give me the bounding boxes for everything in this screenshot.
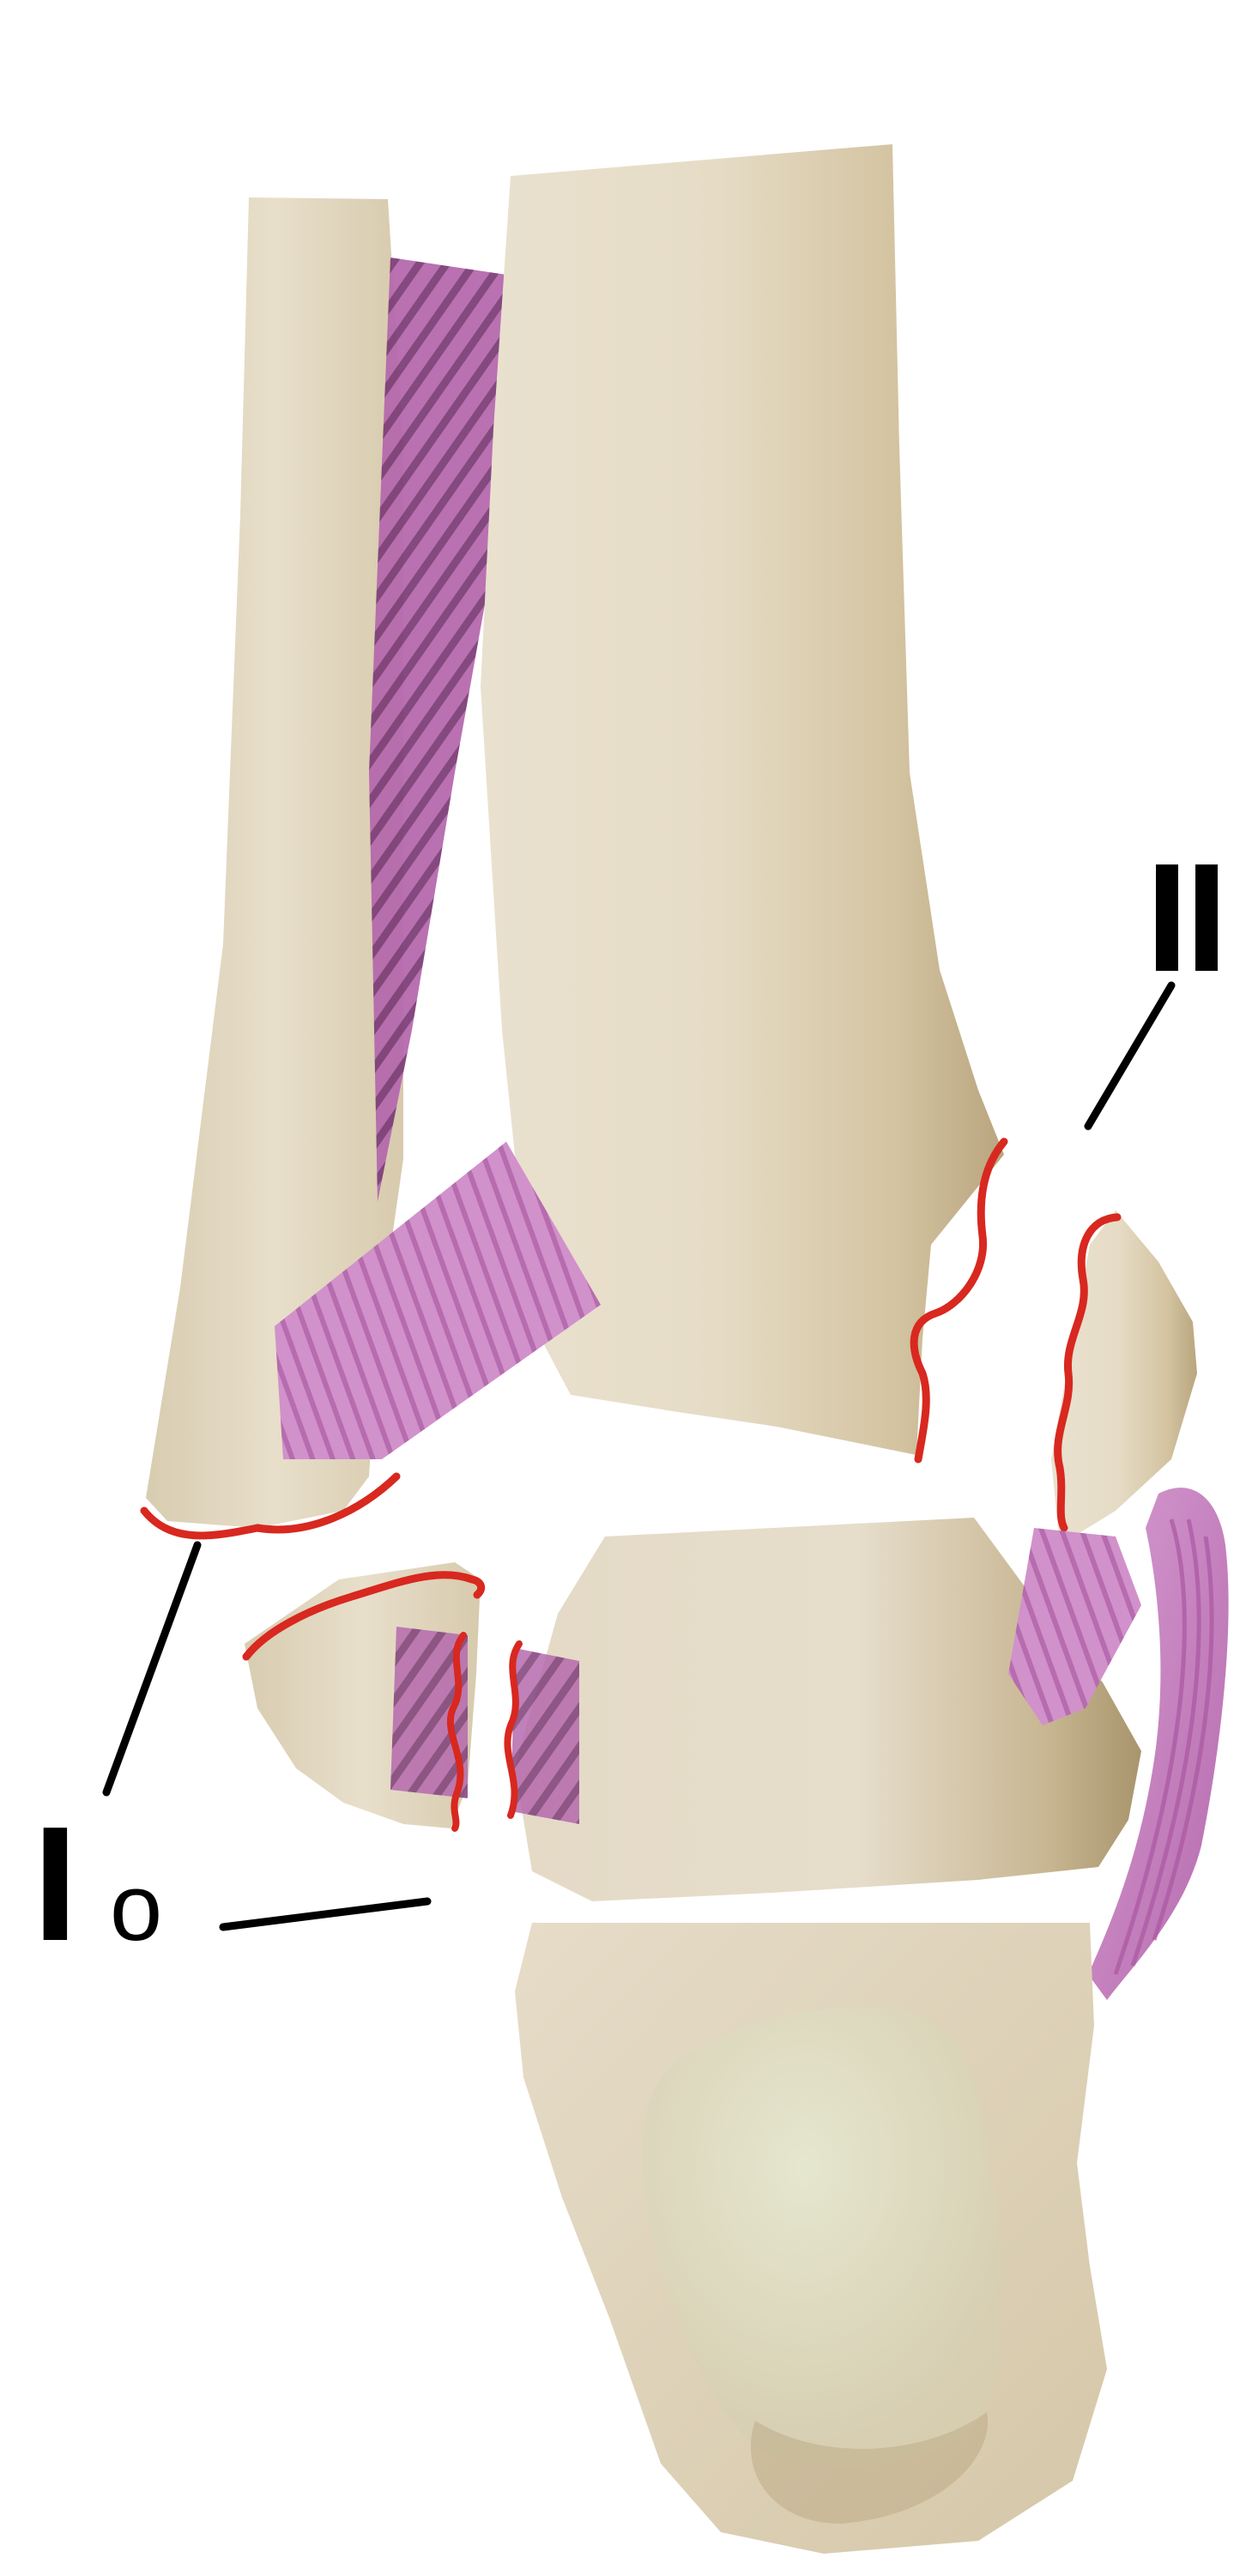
- label-roman-two: II: [1146, 841, 1225, 996]
- pointer-line-ii: [1088, 985, 1171, 1126]
- ligament: [511, 1648, 579, 1824]
- pointer-line-o: [223, 1901, 427, 1927]
- label-roman-one: I: [33, 1803, 78, 1966]
- ligament: [1008, 1528, 1141, 1725]
- label-subscript-o: o: [110, 1861, 162, 1955]
- pointer-line-i: [106, 1545, 197, 1792]
